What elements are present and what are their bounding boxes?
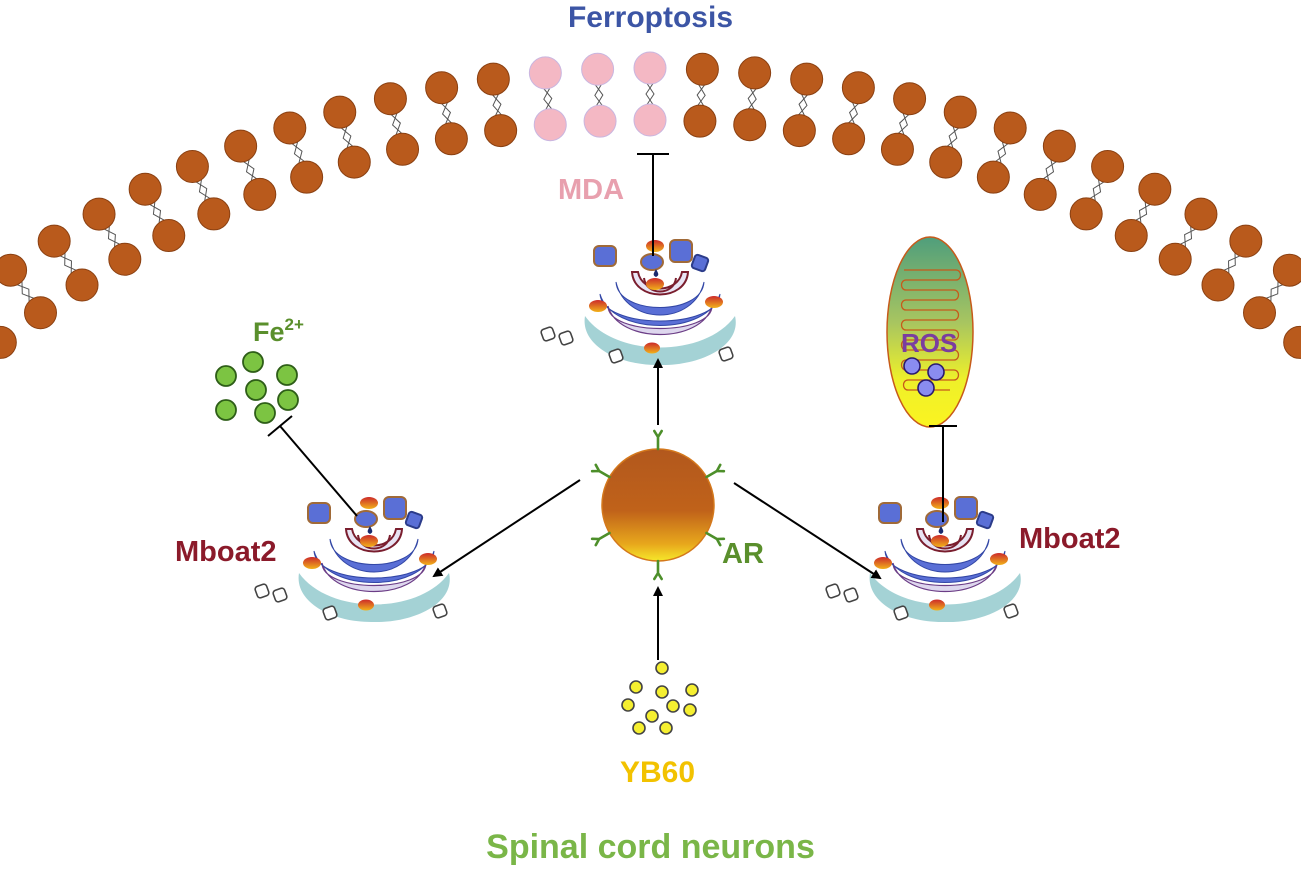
- lipid-head: [1158, 242, 1192, 276]
- lipid-head: [1138, 172, 1172, 206]
- lipid-head: [1184, 197, 1218, 231]
- lipid-head: [290, 160, 324, 194]
- lipid-head: [425, 71, 459, 105]
- golgi-top: [539, 239, 737, 367]
- lipid-head: [0, 253, 28, 287]
- lipid-head: [65, 268, 99, 302]
- label-mda: MDA: [558, 174, 625, 206]
- arrow-ar-to-golgi-left: [432, 479, 581, 578]
- activation-arrows: [432, 358, 882, 660]
- lipid-head: [893, 82, 927, 116]
- label-fe-charge: 2+: [284, 315, 304, 334]
- oxidized-lipid-head: [583, 104, 617, 138]
- lipid-head: [337, 145, 371, 179]
- label-yb60: YB60: [620, 756, 696, 789]
- lipid-head: [1023, 177, 1057, 211]
- lipid-head: [323, 95, 357, 129]
- lipid-head: [841, 71, 875, 105]
- lipid-head: [0, 325, 17, 359]
- label-ros: ROS: [901, 328, 958, 358]
- lipid-head: [1091, 150, 1125, 184]
- oxidized-lipid-head: [581, 52, 615, 86]
- lipid-head: [37, 224, 71, 258]
- label-fe-symbol: Fe: [253, 317, 285, 347]
- receptor-icons: [590, 429, 726, 581]
- label-mboat2-left: Mboat2: [175, 536, 277, 568]
- lipid-head: [929, 145, 963, 179]
- golgi-left: [253, 496, 451, 624]
- lipid-head: [1283, 325, 1301, 359]
- inhibition-edges: [267, 153, 957, 522]
- golgi-right: [824, 496, 1022, 624]
- lipid-head: [82, 197, 116, 231]
- lipid-head: [434, 122, 468, 156]
- lipid-head: [1069, 197, 1103, 231]
- lipid-head: [790, 62, 824, 96]
- lipid-head: [273, 111, 307, 145]
- receptor-icon: [653, 559, 663, 581]
- lipid-head: [1114, 219, 1148, 253]
- lipid-head: [880, 132, 914, 166]
- androgen-receptor-cell: [590, 429, 726, 581]
- footer-spinal-cord-neurons: Spinal cord neurons: [486, 828, 815, 866]
- lipid-head: [738, 56, 772, 90]
- lipid-head: [1201, 268, 1235, 302]
- lipid-head: [243, 177, 277, 211]
- lipid-head: [152, 219, 186, 253]
- oxidized-lipid-head: [633, 51, 667, 85]
- lipid-head: [476, 62, 510, 96]
- oxidized-lipid-head: [528, 56, 562, 90]
- receptor-icon: [590, 531, 611, 547]
- lipid-head: [993, 111, 1027, 145]
- receptor-icon: [653, 429, 663, 451]
- oxidized-lipid-head: [633, 103, 667, 137]
- lipid-head: [197, 197, 231, 231]
- inhibit-golgi-left-to-fe: [279, 425, 358, 517]
- lipid-head: [733, 108, 767, 142]
- lipid-head: [832, 122, 866, 156]
- lipid-head: [943, 95, 977, 129]
- yb60-particles: [621, 661, 699, 735]
- lipid-head: [1272, 253, 1301, 287]
- cell-membrane-bilayer: [0, 51, 1301, 359]
- arrow-ar-to-golgi-right: [733, 482, 882, 580]
- fe-ions: [215, 351, 299, 424]
- oxidized-lipid-head: [533, 108, 567, 142]
- label-ar: AR: [722, 538, 764, 570]
- lipid-head: [484, 114, 518, 148]
- lipid-head: [782, 114, 816, 148]
- label-mboat2-right: Mboat2: [1019, 523, 1121, 555]
- receptor-icon: [705, 531, 726, 547]
- lipid-head: [224, 129, 258, 163]
- lipid-head: [685, 52, 719, 86]
- lipid-head: [23, 296, 57, 330]
- lipid-head: [386, 132, 420, 166]
- lipid-head: [683, 104, 717, 138]
- lipid-head: [1042, 129, 1076, 163]
- title-ferroptosis: Ferroptosis: [567, 1, 734, 34]
- receptor-icon: [590, 463, 611, 479]
- lipid-head: [976, 160, 1010, 194]
- receptor-icon: [705, 463, 726, 479]
- lipid-head: [373, 82, 407, 116]
- label-fe-2plus: Fe2+: [253, 316, 304, 346]
- lipid-head: [1243, 296, 1277, 330]
- lipid-head: [175, 150, 209, 184]
- lipid-head: [1229, 224, 1263, 258]
- lipid-head: [128, 172, 162, 206]
- lipid-head: [108, 242, 142, 276]
